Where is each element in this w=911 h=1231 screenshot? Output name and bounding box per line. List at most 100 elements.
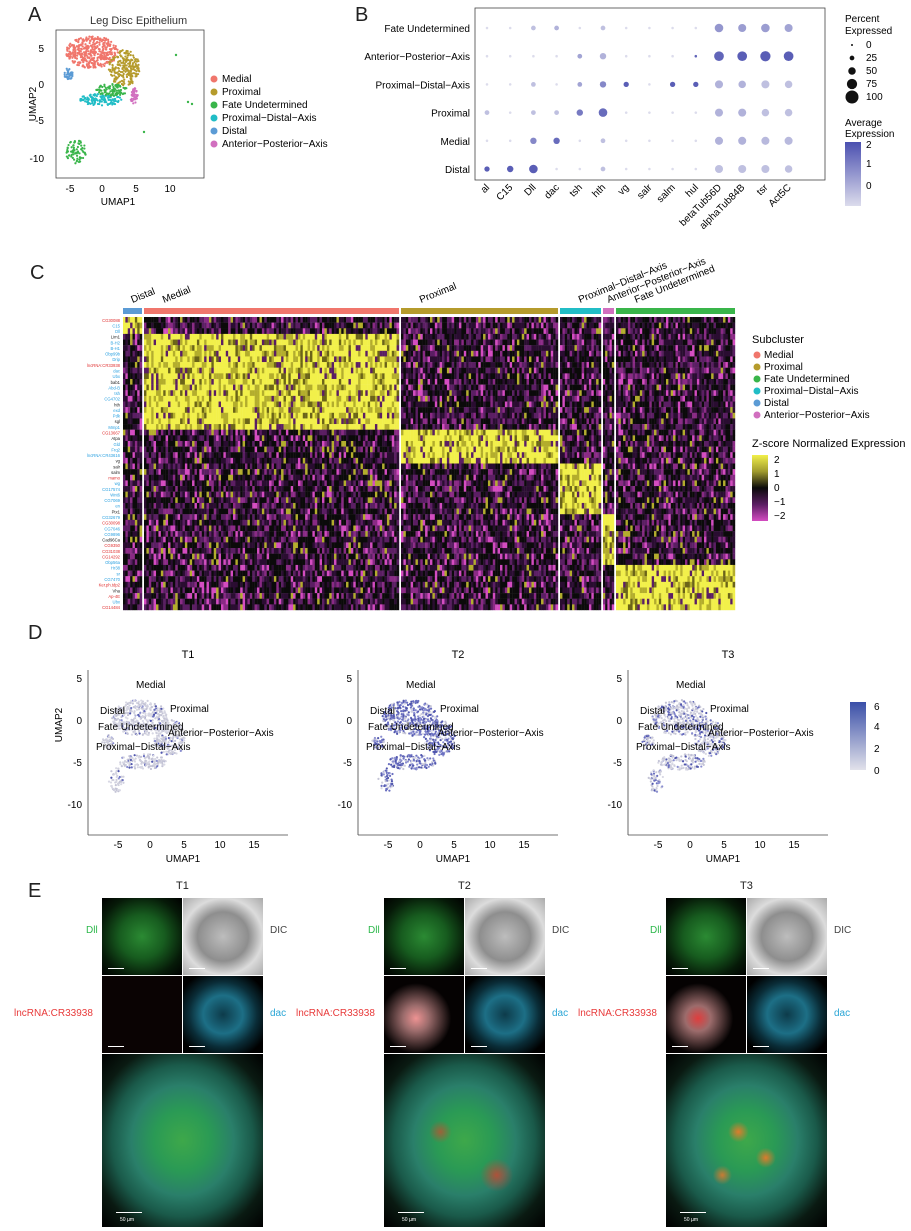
heat-cell: [125, 553, 128, 560]
heat-cell: [170, 401, 174, 408]
heat-cell: [305, 469, 308, 475]
heat-cell: [158, 418, 162, 425]
heat-cell: [254, 345, 258, 352]
heat-cell: [319, 452, 323, 459]
heat-cell: [170, 356, 174, 363]
heat-cell: [233, 390, 236, 397]
heat-cell: [264, 474, 267, 481]
heat-cell: [259, 317, 263, 323]
heat-cell: [362, 350, 366, 357]
heat-cell: [341, 418, 344, 425]
heat-cell: [322, 446, 325, 453]
heat-cell: [127, 356, 131, 363]
heat-cell: [377, 350, 380, 357]
heat-cell: [148, 333, 152, 340]
heat-cell: [377, 452, 380, 459]
heat-cell: [189, 469, 193, 475]
heat-cell: [261, 446, 265, 453]
heat-cell: [132, 486, 136, 492]
heat-cell: [206, 333, 210, 340]
heat-cell: [165, 469, 169, 475]
heat-cell: [276, 317, 279, 323]
umap-a-point: [93, 101, 96, 104]
heat-cell: [372, 317, 376, 323]
dot: [671, 167, 674, 171]
heat-cell: [365, 333, 368, 340]
heat-cell: [350, 435, 354, 442]
heat-cell: [211, 322, 214, 329]
heat-cell: [132, 480, 136, 487]
heat-cell: [184, 378, 188, 385]
heat-cell: [125, 418, 128, 425]
heat-cell: [123, 384, 126, 391]
heat-cell: [168, 497, 171, 504]
heat-cell: [278, 480, 282, 487]
umap-a-point: [102, 56, 106, 59]
heat-cell: [334, 491, 337, 498]
heat-cell: [346, 486, 349, 492]
heat-cell: [394, 317, 397, 323]
heat-cell: [123, 322, 126, 329]
heat-cell: [192, 384, 195, 391]
color-legend-bar: [845, 142, 861, 206]
dot: [738, 164, 747, 174]
heat-cell: [237, 480, 241, 487]
heat-cell: [389, 345, 392, 352]
heat-cell: [189, 407, 193, 413]
umap-a-point: [83, 147, 86, 150]
heat-cell: [220, 333, 224, 340]
heat-cell: [305, 384, 308, 391]
heat-cell: [374, 356, 378, 363]
heat-cell: [358, 401, 361, 408]
heat-cell: [336, 390, 340, 397]
legend-swatch: [210, 75, 218, 83]
umap-a-point: [99, 89, 102, 92]
dot: [761, 136, 770, 145]
heat-cell: [269, 407, 272, 413]
heat-cell: [247, 401, 251, 408]
heat-cell: [192, 378, 195, 385]
heat-cell: [285, 317, 289, 323]
heat-cell: [302, 384, 306, 391]
umap-a-point: [99, 95, 102, 98]
heat-cell: [396, 367, 400, 374]
dot: [508, 83, 512, 86]
heat-cell: [177, 322, 181, 329]
heat-cell: [242, 463, 246, 470]
heat-cell: [225, 435, 229, 442]
heat-cell: [338, 474, 342, 481]
heat-cell: [355, 486, 359, 492]
heat-cell: [257, 367, 260, 374]
heat-cell: [331, 373, 335, 380]
heat-cell: [273, 457, 277, 464]
heat-cell: [278, 407, 282, 413]
heat-cell: [259, 322, 263, 329]
heat-cell: [319, 486, 323, 492]
umap-a-point: [87, 66, 90, 69]
heat-cell: [355, 401, 359, 408]
heat-cell: [153, 395, 157, 402]
heat-cell: [379, 378, 383, 385]
heat-cell: [156, 362, 159, 368]
dotplot-b: Fate UndeterminedAnterior−Posterior−Axis…: [364, 7, 894, 232]
heat-cell: [326, 356, 330, 363]
heat-cell: [338, 356, 342, 363]
heat-cell: [396, 333, 400, 340]
heat-cell: [264, 367, 267, 374]
heat-cell: [228, 350, 231, 357]
heat-cell: [389, 350, 392, 357]
heat-cell: [307, 457, 311, 464]
heat-cell: [297, 463, 301, 470]
heat-cell: [137, 491, 140, 498]
heat-cell: [264, 339, 267, 346]
heat-cell: [184, 339, 188, 346]
heat-cell: [305, 463, 308, 470]
heat-cell: [211, 418, 214, 425]
heat-cell: [130, 531, 133, 537]
heat-cell: [187, 452, 190, 459]
heat-cell: [319, 350, 323, 357]
heat-cell: [151, 474, 154, 481]
heat-cell: [329, 350, 332, 357]
umap-a-point: [98, 99, 101, 102]
heat-cell: [307, 491, 311, 498]
